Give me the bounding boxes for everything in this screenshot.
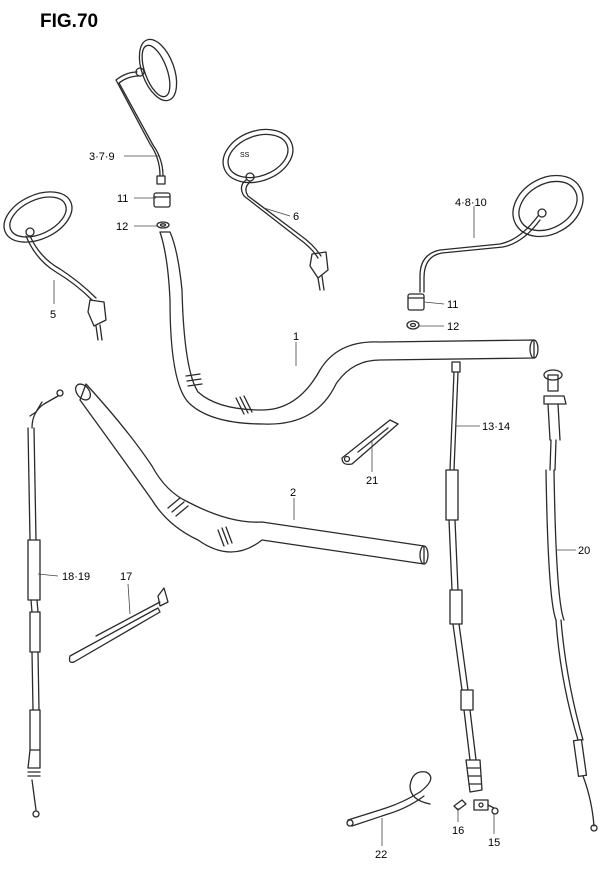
nut-11-left xyxy=(153,192,171,208)
mirror-stamp: SS xyxy=(240,152,250,159)
nut-11-right xyxy=(407,293,425,311)
callout-2: 2 xyxy=(290,487,296,499)
callout-5: 5 xyxy=(50,309,56,321)
mirror-left-upper xyxy=(115,38,178,185)
callout-6: 6 xyxy=(293,211,299,223)
washer-12-right xyxy=(406,320,420,330)
callout-12-left: 12 xyxy=(116,221,128,233)
clamp-17 xyxy=(68,587,169,664)
callout-11-right: 11 xyxy=(447,299,458,311)
leader-lines xyxy=(37,155,576,846)
figure-title: FIG.70 xyxy=(40,11,98,32)
callout-22: 22 xyxy=(375,849,387,861)
callout-11-left: 11 xyxy=(117,193,128,205)
throttle-cable xyxy=(27,389,64,818)
callout-15: 15 xyxy=(488,837,500,849)
mirror-left-lower xyxy=(3,191,107,341)
handlebar-1 xyxy=(159,231,539,425)
clutch-cable xyxy=(445,361,483,793)
clip-22 xyxy=(346,771,432,827)
washer-12-left xyxy=(156,221,170,229)
callout-20: 20 xyxy=(578,545,590,557)
part-15 xyxy=(473,799,499,815)
callout-3-7-9: 3·7·9 xyxy=(89,151,115,163)
callout-13-14: 13·14 xyxy=(482,421,510,433)
callout-18-19: 18·19 xyxy=(62,571,90,583)
callout-17: 17 xyxy=(120,571,132,583)
callout-21: 21 xyxy=(366,475,378,487)
mirror-center xyxy=(222,128,329,291)
choke-cable xyxy=(543,369,598,832)
callout-12-right: 12 xyxy=(447,321,459,333)
clamp-21 xyxy=(341,419,399,466)
mirror-right xyxy=(419,174,584,293)
callout-16: 16 xyxy=(452,825,464,837)
handlebar-2 xyxy=(74,383,429,565)
part-16 xyxy=(453,799,467,811)
callout-4-8-10: 4·8·10 xyxy=(455,197,487,209)
callout-1: 1 xyxy=(293,331,299,343)
